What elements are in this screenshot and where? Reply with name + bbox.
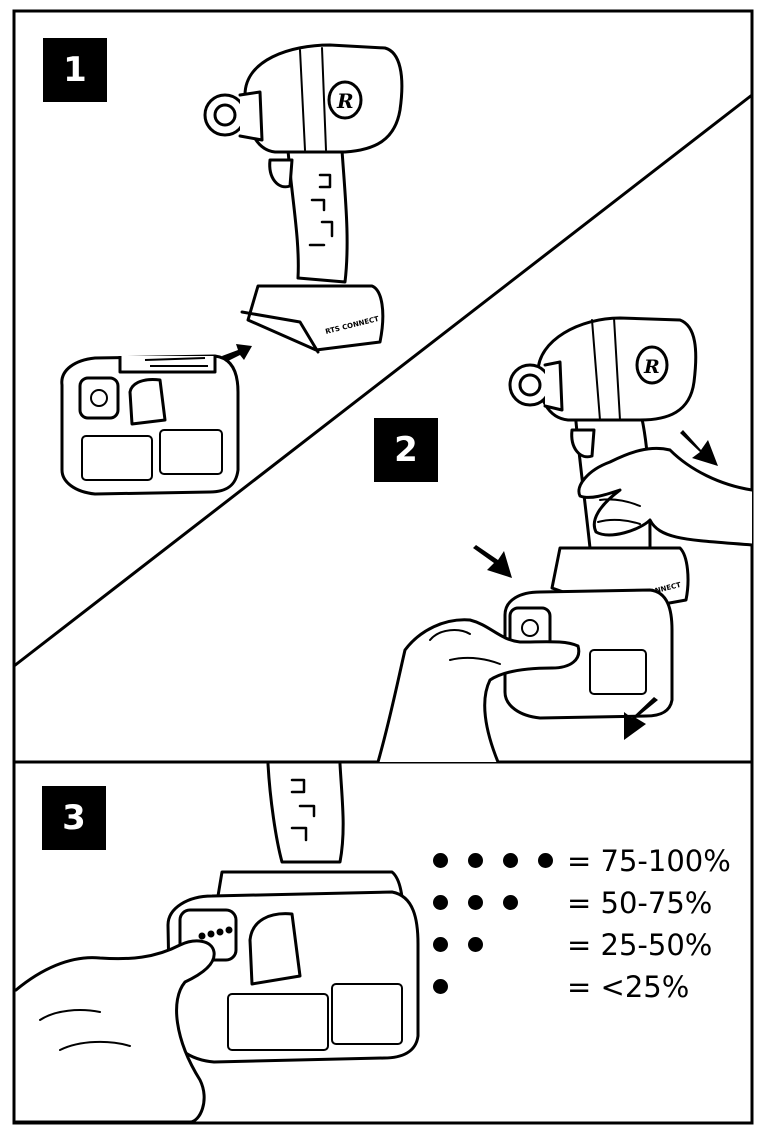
charge-dot [503, 853, 518, 868]
panel-divider-diagonal [13, 93, 753, 668]
battery-pack-illustration-3 [166, 890, 420, 1064]
charge-dot [433, 979, 448, 994]
arrow-down-right-icon [473, 545, 512, 578]
charge-dots [430, 884, 560, 924]
charge-level-label: = 25-50% [567, 928, 713, 962]
hand-release-illustration [376, 618, 581, 764]
svg-text:R: R [336, 89, 354, 113]
step-badge-3: 3 [42, 786, 106, 850]
charge-dots [430, 968, 560, 1008]
charge-dot [468, 937, 483, 952]
hand-press-button-illustration [14, 939, 216, 1124]
hand-grip-illustration [577, 446, 754, 547]
step-badge-1: 1 [43, 38, 107, 102]
charge-level-label: = 50-75% [567, 886, 713, 920]
charge-dot [433, 895, 448, 910]
impact-wrench-illustration-1: R RTS CONNECT [203, 43, 404, 354]
charge-dot [538, 853, 553, 868]
outer-frame [12, 9, 754, 1125]
charge-level-label: = <25% [567, 970, 690, 1004]
battery-pack-illustration-1 [60, 354, 240, 496]
charge-level-label: = 75-100% [567, 844, 731, 878]
insert-arrow-icon [222, 344, 252, 362]
arrow-up-left-icon [624, 697, 658, 740]
arrow-up-right-icon [680, 430, 718, 466]
charge-dot [503, 895, 518, 910]
charge-dot [433, 937, 448, 952]
battery-pack-illustration-2 [503, 588, 674, 720]
svg-text:R: R [643, 356, 660, 378]
charge-dots [430, 926, 560, 966]
charge-dot [468, 853, 483, 868]
charge-dot [468, 895, 483, 910]
charge-dot [433, 853, 448, 868]
step-badge-2: 2 [374, 418, 438, 482]
charge-dots [430, 842, 560, 882]
